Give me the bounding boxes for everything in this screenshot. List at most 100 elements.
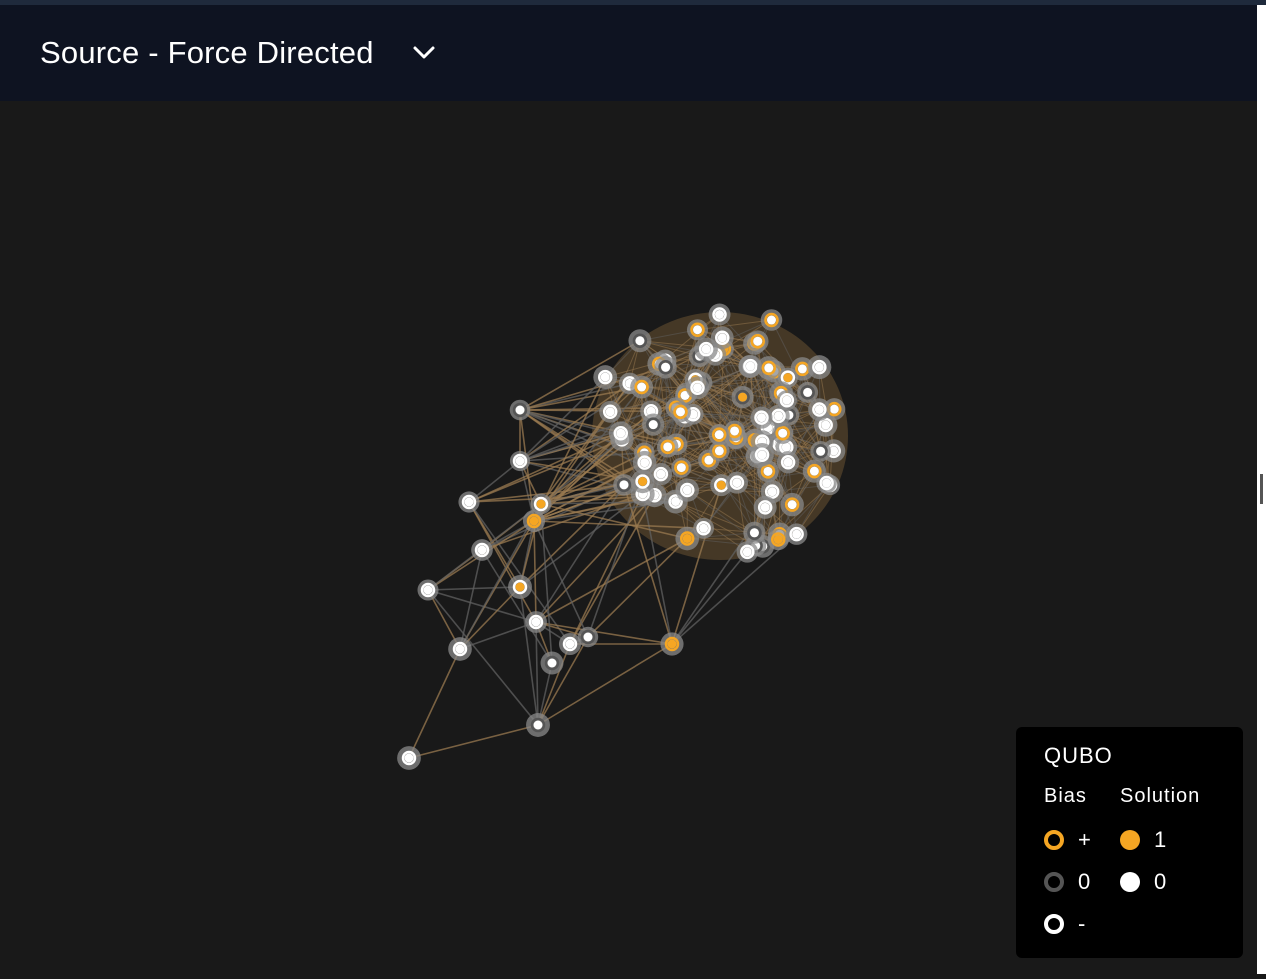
graph-edge — [534, 521, 536, 622]
graph-node[interactable] — [510, 400, 531, 421]
graph-node[interactable] — [642, 414, 664, 436]
node-solution-dot — [532, 618, 541, 627]
resize-handle[interactable] — [1260, 474, 1263, 504]
graph-node[interactable] — [471, 539, 493, 561]
node-solution-dot — [640, 458, 649, 467]
graph-node[interactable] — [531, 494, 552, 515]
graph-node[interactable] — [747, 330, 769, 352]
node-solution-dot — [715, 446, 724, 455]
graph-node[interactable] — [711, 326, 734, 349]
node-solution-dot — [774, 535, 783, 544]
node-solution-dot — [566, 640, 575, 649]
node-solution-dot — [757, 413, 766, 422]
node-solution-dot — [743, 547, 752, 556]
graph-node[interactable] — [508, 575, 532, 599]
node-solution-dot — [792, 530, 801, 539]
graph-node[interactable] — [578, 627, 598, 647]
node-solution-dot — [768, 487, 777, 496]
graph-node[interactable] — [750, 406, 772, 428]
node-solution-dot — [676, 407, 685, 416]
graph-node[interactable] — [777, 390, 797, 410]
node-solution-dot — [699, 524, 708, 533]
graph-node[interactable] — [628, 329, 651, 352]
graph-node[interactable] — [657, 436, 678, 457]
graph-node[interactable] — [397, 746, 421, 770]
graph-node[interactable] — [768, 529, 789, 550]
node-solution-dot — [405, 754, 414, 763]
node-solution-dot — [715, 430, 724, 439]
graph-node[interactable] — [670, 401, 691, 422]
graph-node[interactable] — [687, 319, 708, 340]
graph-node[interactable] — [786, 523, 808, 545]
graph-edge — [469, 502, 570, 644]
graph-node[interactable] — [737, 541, 758, 562]
node-solution-dot — [693, 325, 702, 334]
legend-bias-positive: + — [1044, 827, 1091, 853]
graph-node[interactable] — [693, 518, 714, 539]
legend-title: QUBO — [1044, 743, 1113, 769]
graph-node[interactable] — [660, 632, 683, 655]
graph-node[interactable] — [593, 365, 617, 389]
node-solution-dot — [606, 407, 615, 416]
graph-node[interactable] — [525, 611, 547, 633]
graph-node[interactable] — [630, 376, 653, 399]
graph-node[interactable] — [448, 637, 472, 661]
graph-node[interactable] — [709, 424, 730, 445]
graph-node[interactable] — [417, 579, 438, 600]
graph-edge — [536, 622, 672, 644]
graph-node[interactable] — [650, 463, 672, 485]
graph-node[interactable] — [709, 304, 731, 326]
graph-node[interactable] — [777, 451, 799, 473]
graph-node[interactable] — [780, 493, 804, 517]
graph-node[interactable] — [810, 441, 831, 462]
graph-node[interactable] — [671, 458, 691, 478]
graph-node[interactable] — [816, 473, 837, 494]
node-solution-dot — [516, 457, 525, 466]
graph-node[interactable] — [750, 443, 774, 467]
node-solution-dot — [516, 583, 525, 592]
negative-bias-ring-icon — [1044, 914, 1064, 934]
node-solution-dot — [478, 546, 487, 555]
graph-node[interactable] — [541, 652, 564, 675]
graph-node[interactable] — [726, 472, 748, 494]
graph-node[interactable] — [757, 356, 781, 380]
graph-node[interactable] — [808, 398, 831, 421]
node-solution-dot — [782, 396, 791, 405]
node-solution-dot — [758, 450, 767, 459]
legend-bias-negative: - — [1044, 911, 1085, 937]
node-solution-dot — [656, 470, 665, 479]
node-solution-dot — [761, 503, 770, 512]
node-solution-dot — [815, 405, 824, 414]
node-solution-dot — [663, 442, 672, 451]
graph-node[interactable] — [754, 496, 777, 519]
node-solution-dot — [746, 362, 755, 371]
graph-node[interactable] — [807, 355, 831, 379]
graph-node[interactable] — [609, 421, 633, 445]
graph-node[interactable] — [654, 356, 676, 378]
graph-node[interactable] — [526, 713, 550, 737]
zero-bias-ring-icon — [1044, 872, 1064, 892]
node-solution-dot — [810, 467, 819, 476]
chevron-down-icon[interactable] — [412, 41, 436, 65]
view-selector[interactable]: Source - Force Directed — [40, 35, 436, 71]
legend-bias-header: Bias — [1044, 785, 1087, 808]
graph-node[interactable] — [458, 491, 479, 512]
legend-bias-zero: 0 — [1044, 869, 1090, 895]
node-solution-dot — [803, 388, 812, 397]
graph-node[interactable] — [510, 451, 530, 471]
graph-node[interactable] — [743, 522, 765, 544]
node-solution-dot — [638, 477, 647, 486]
graph-node[interactable] — [559, 633, 581, 655]
node-solution-dot — [424, 586, 433, 595]
node-solution-dot — [637, 383, 646, 392]
node-solution-dot — [830, 405, 839, 414]
node-solution-dot — [732, 478, 741, 487]
node-solution-dot — [798, 364, 807, 373]
node-solution-dot — [738, 393, 747, 402]
graph-node[interactable] — [761, 309, 783, 331]
graph-node[interactable] — [686, 376, 709, 399]
graph-node[interactable] — [599, 401, 621, 423]
graph-node[interactable] — [676, 478, 699, 501]
graph-node[interactable] — [731, 386, 753, 408]
view-title[interactable]: Source - Force Directed — [40, 35, 374, 71]
